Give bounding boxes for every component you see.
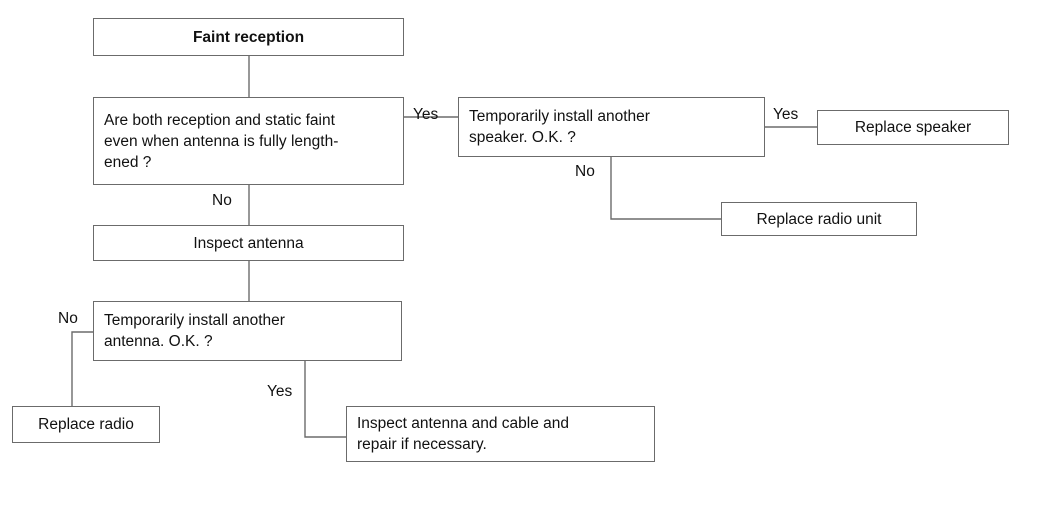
- connector-e-speaker-no-to-radio-unit: [610, 157, 721, 220]
- node-label-faint-reception: Faint reception: [192, 28, 305, 46]
- connector-e-antenna-yes-to-inspect-cable: [304, 361, 346, 438]
- label-yes-antenna-inspect-cable: Yes: [267, 383, 293, 400]
- connector-e-antenna-no-to-replace-radio: [71, 331, 93, 406]
- node-label-replace-radio-unit: Replace radio unit: [756, 210, 882, 228]
- label-yes-question-speaker: Yes: [413, 106, 439, 123]
- node-faint-reception[interactable]: Faint reception: [93, 18, 404, 56]
- label-no-question-inspect: No: [212, 192, 232, 209]
- node-label-replace-radio: Replace radio: [38, 416, 134, 433]
- node-install-another-antenna[interactable]: Temporarily install another antenna. O.K…: [93, 301, 402, 361]
- node-replace-radio[interactable]: Replace radio: [12, 406, 160, 443]
- node-label-replace-speaker: Replace speaker: [854, 119, 972, 136]
- node-replace-radio-unit[interactable]: Replace radio unit: [721, 202, 917, 236]
- label-yes-speaker-replace: Yes: [773, 106, 799, 123]
- node-label-install-another-antenna: Temporarily install another antenna. O.K…: [104, 312, 285, 350]
- node-both-faint-question[interactable]: Are both reception and static faint even…: [93, 97, 404, 185]
- node-label-install-another-speaker: Temporarily install another speaker. O.K…: [469, 108, 650, 146]
- label-no-speaker-radio-unit: No: [575, 163, 595, 180]
- node-inspect-antenna-cable[interactable]: Inspect antenna and cable and repair if …: [346, 406, 655, 462]
- label-no-antenna-replace-radio: No: [58, 310, 78, 327]
- edge-layer: [71, 56, 817, 438]
- node-label-both-faint-question: Are both reception and static faint even…: [104, 111, 339, 171]
- node-label-inspect-antenna: Inspect antenna: [193, 234, 304, 252]
- node-label-inspect-antenna-cable: Inspect antenna and cable and repair if …: [357, 415, 570, 453]
- node-inspect-antenna[interactable]: Inspect antenna: [93, 225, 404, 261]
- node-replace-speaker[interactable]: Replace speaker: [817, 110, 1009, 145]
- node-install-another-speaker[interactable]: Temporarily install another speaker. O.K…: [458, 97, 765, 157]
